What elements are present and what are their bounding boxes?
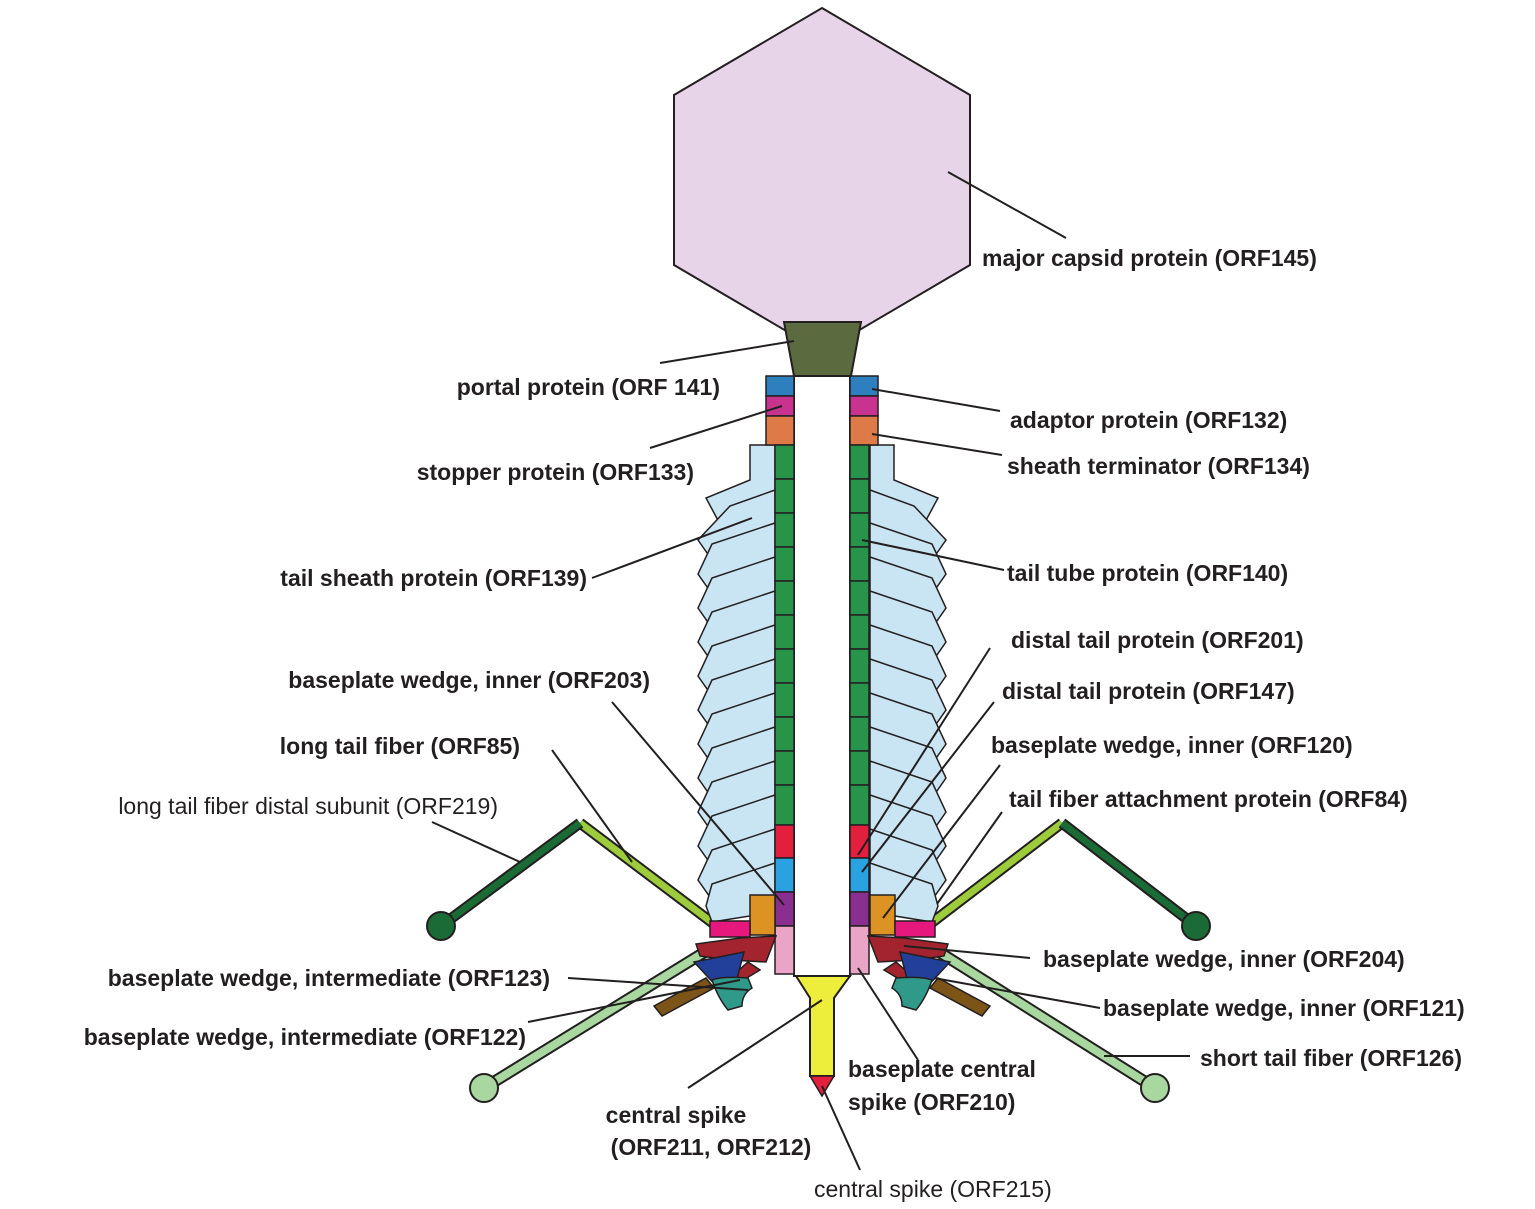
label-central-spike-215: central spike (ORF215) <box>814 1176 1052 1202</box>
tail-sheath-left <box>697 444 776 923</box>
short-tail-fiber-left <box>469 944 712 1103</box>
long-tail-fiber-right <box>926 818 1211 941</box>
label-long-tail-fiber: long tail fiber (ORF85) <box>279 733 520 759</box>
label-tail-sheath: tail sheath protein (ORF139) <box>280 565 587 591</box>
label-distal-tail-201: distal tail protein (ORF201) <box>1011 627 1304 653</box>
major-capsid-hexagon <box>673 6 971 354</box>
label-portal: portal protein (ORF 141) <box>456 374 720 400</box>
long-tail-fiber-left <box>426 818 718 941</box>
label-central-spike-line1: central spike <box>605 1102 747 1128</box>
tail-column-right <box>849 375 879 975</box>
label-long-tail-fiber-distal: long tail fiber distal subunit (ORF219) <box>118 793 498 819</box>
baseplate-right <box>866 894 992 1017</box>
label-short-tail-fiber: short tail fiber (ORF126) <box>1200 1045 1462 1071</box>
label-bp-central-spike-line2: spike (ORF210) <box>848 1089 1016 1115</box>
label-major-capsid: major capsid protein (ORF145) <box>982 245 1317 271</box>
label-central-spike-line2: (ORF211, ORF212) <box>610 1134 812 1160</box>
tail-column-left <box>765 375 795 975</box>
label-bp-central-spike-line1: baseplate central <box>848 1056 1036 1082</box>
label-tail-tube: tail tube protein (ORF140) <box>1007 560 1289 586</box>
label-bp-wedge-inner-203: baseplate wedge, inner (ORF203) <box>288 667 650 693</box>
label-bp-wedge-inner-121: baseplate wedge, inner (ORF121) <box>1103 995 1465 1021</box>
label-bp-wedge-intermediate-123: baseplate wedge, intermediate (ORF123) <box>107 965 550 991</box>
portal-protein-shape <box>782 321 863 377</box>
label-tail-fiber-attachment: tail fiber attachment protein (ORF84) <box>1009 786 1408 812</box>
central-spike-body <box>794 975 852 1077</box>
label-bp-wedge-inner-204: baseplate wedge, inner (ORF204) <box>1043 946 1405 972</box>
label-sheath-terminator: sheath terminator (ORF134) <box>1007 453 1310 479</box>
tail-sheath-right <box>869 444 947 923</box>
label-bp-wedge-inner-120: baseplate wedge, inner (ORF120) <box>991 732 1353 758</box>
tail-tube-lumen <box>793 375 851 977</box>
leader-lines <box>431 171 1190 1171</box>
label-stopper: stopper protein (ORF133) <box>416 459 694 485</box>
label-distal-tail-147: distal tail protein (ORF147) <box>1002 678 1295 704</box>
short-tail-fiber-right <box>932 944 1170 1103</box>
label-adaptor: adaptor protein (ORF132) <box>1010 407 1288 433</box>
label-bp-wedge-intermediate-122: baseplate wedge, intermediate (ORF122) <box>83 1024 526 1050</box>
